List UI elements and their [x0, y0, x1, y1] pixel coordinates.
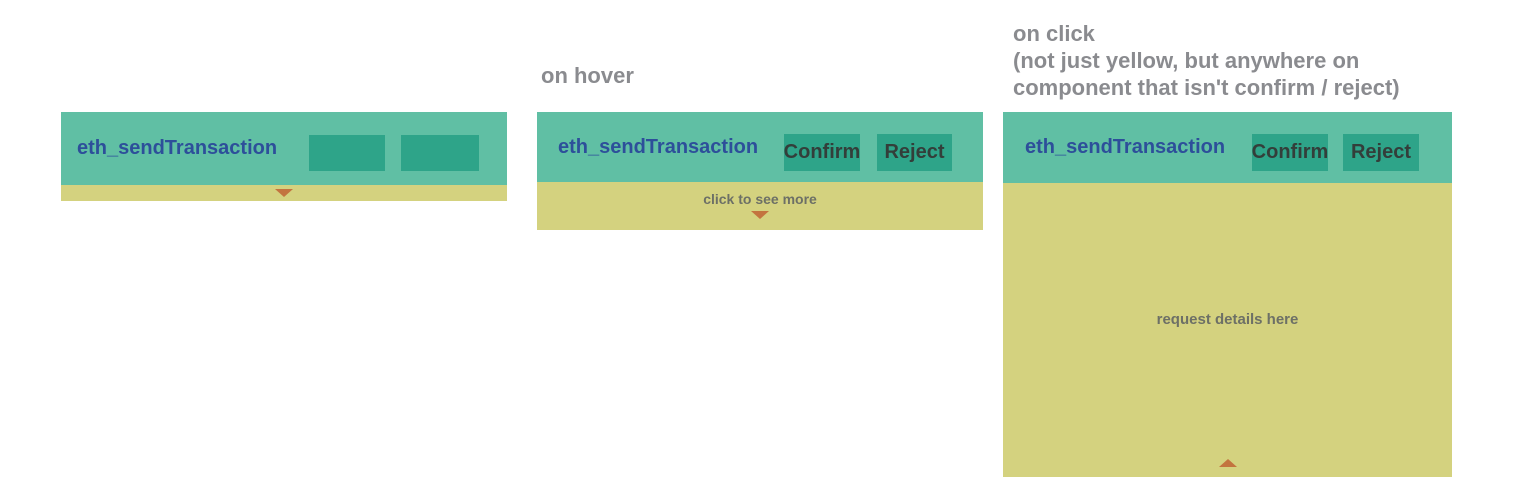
- expand-hint-text: click to see more: [703, 191, 817, 207]
- request-header-bar[interactable]: eth_sendTransaction Confirm Reject: [537, 112, 983, 182]
- method-name: eth_sendTransaction: [558, 135, 759, 158]
- reject-button[interactable]: Reject: [1343, 134, 1419, 171]
- request-header-bar[interactable]: eth_sendTransaction Confirm Reject: [1003, 112, 1452, 183]
- annotation-on-hover: on hover: [541, 63, 634, 88]
- chevron-down-icon: [751, 211, 769, 219]
- chevron-down-icon: [275, 189, 293, 197]
- annotation-on-click: on click (not just yellow, but anywhere …: [1013, 21, 1400, 100]
- method-name: eth_sendTransaction: [77, 137, 278, 159]
- expand-strip[interactable]: click to see more: [537, 182, 983, 230]
- expand-strip[interactable]: [61, 185, 507, 201]
- chevron-up-icon: [1218, 459, 1237, 467]
- confirm-button[interactable]: [309, 135, 385, 171]
- reject-button[interactable]: [401, 135, 479, 171]
- request-component-expanded-state[interactable]: eth_sendTransaction Confirm Reject reque…: [1003, 112, 1452, 477]
- request-details-placeholder: request details here: [1156, 311, 1299, 328]
- reject-button[interactable]: Reject: [877, 134, 952, 171]
- method-name: eth_sendTransaction: [1025, 136, 1226, 158]
- request-component-hover-state[interactable]: eth_sendTransaction Confirm Reject click…: [537, 112, 983, 230]
- confirm-button[interactable]: Confirm: [1252, 134, 1328, 171]
- request-header-bar[interactable]: eth_sendTransaction: [61, 112, 507, 185]
- confirm-button[interactable]: Confirm: [784, 134, 860, 171]
- request-details-panel[interactable]: request details here: [1003, 183, 1452, 477]
- request-component-default-state[interactable]: eth_sendTransaction: [61, 112, 507, 201]
